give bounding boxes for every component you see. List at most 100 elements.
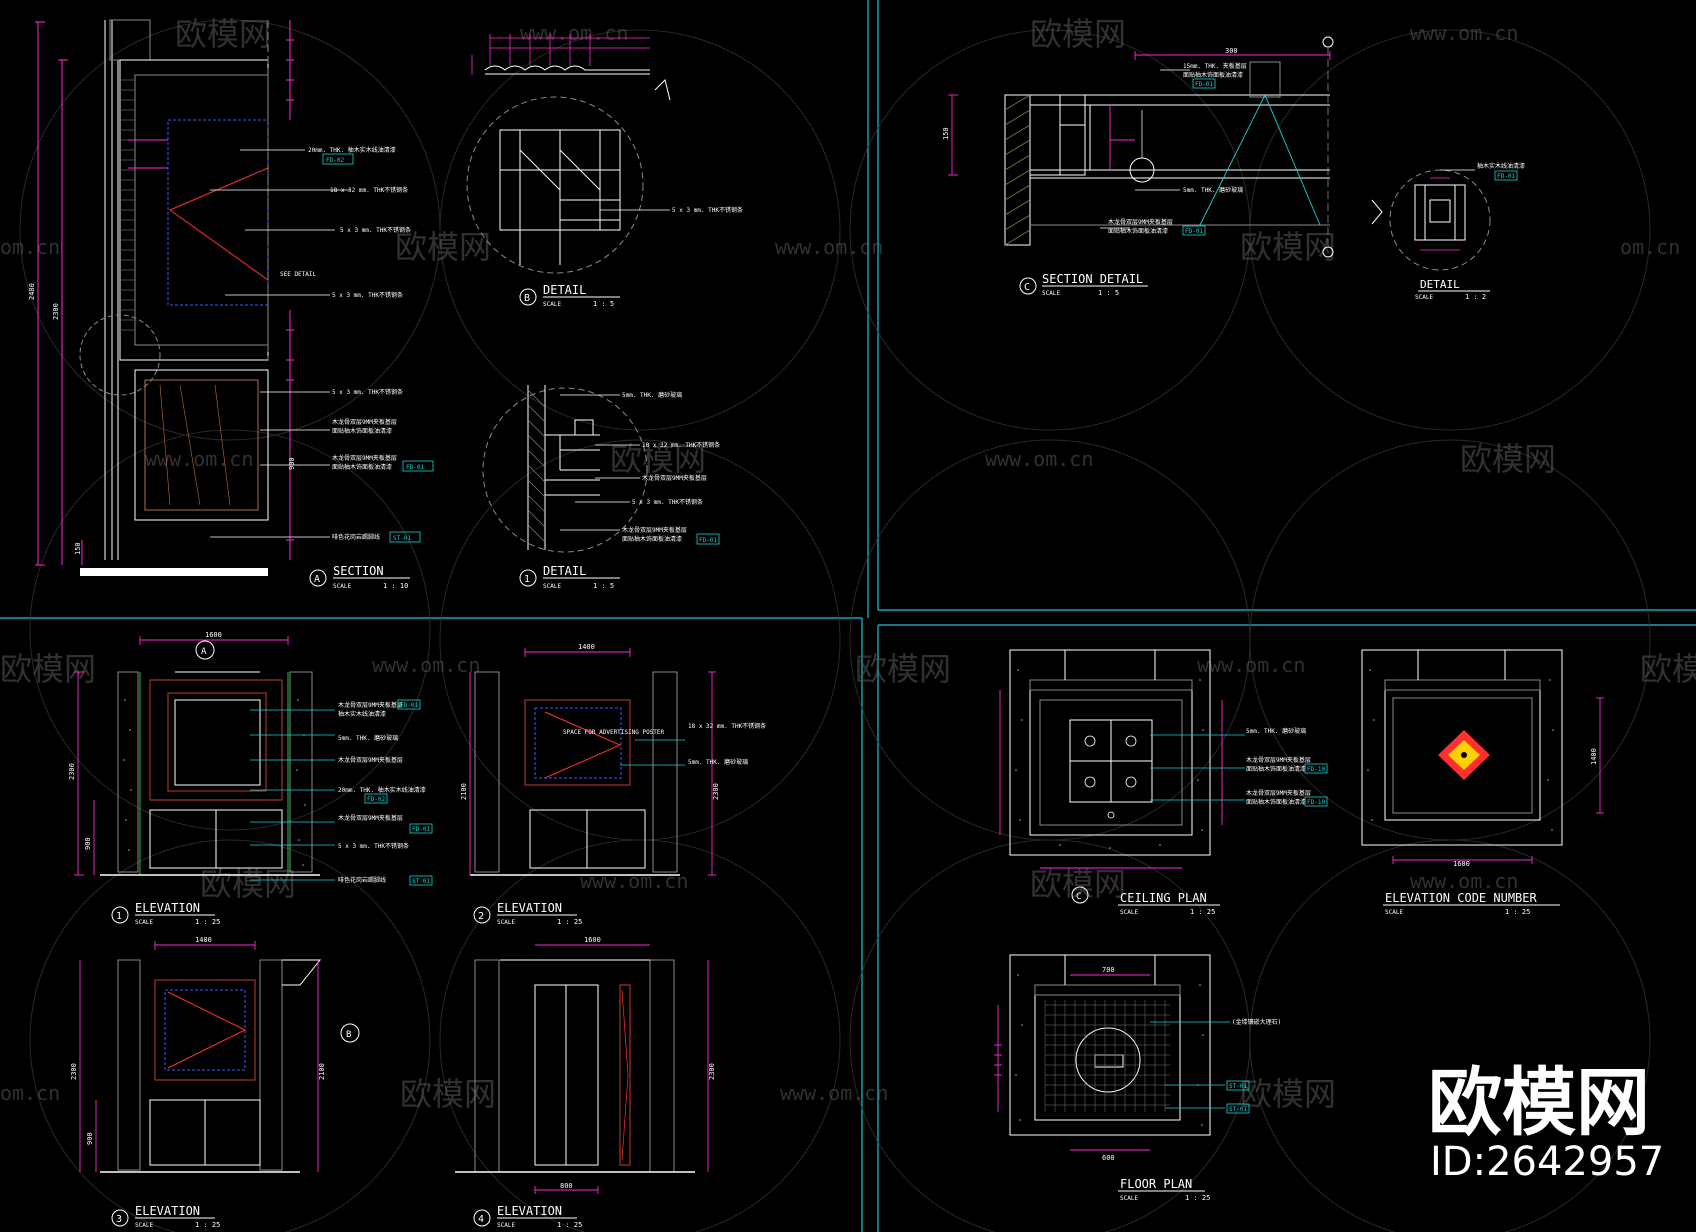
view-marker bbox=[309, 569, 327, 587]
note-label: (金缕镶嵌大理石) bbox=[1232, 1018, 1281, 1026]
note-label: SEE DETAIL bbox=[280, 271, 317, 278]
dim-elev-height-b: 2100 bbox=[318, 1063, 326, 1080]
tag-label: FD-01 bbox=[400, 702, 418, 709]
view-scale-label: SCALE bbox=[497, 1222, 515, 1229]
note-label: 18 x 32 mm. THK不锈钢条 bbox=[688, 722, 766, 730]
elevation-code-dims bbox=[1392, 697, 1604, 864]
watermark-brand: 欧模网 bbox=[1030, 15, 1126, 53]
note-label: 5mm. THK. 磨砂玻璃 bbox=[1246, 727, 1306, 735]
dim-floor-bottom: 600 bbox=[1102, 1154, 1115, 1162]
note-label: 18 x 32 mm. THK不锈钢条 bbox=[330, 186, 408, 194]
view-scale: 1 : 25 bbox=[557, 918, 582, 926]
note-label: 木龙骨双层9MM夹板基层 bbox=[642, 474, 707, 482]
section-detail-c-view bbox=[1004, 61, 1330, 246]
view-title: ELEVATION bbox=[135, 901, 200, 915]
view-marker bbox=[473, 1209, 491, 1227]
elevation-3-view bbox=[100, 959, 322, 1173]
view-marker-letter: 2 bbox=[478, 911, 484, 922]
note-label: 木龙骨双层9MM夹板基层 bbox=[338, 756, 403, 764]
note-label: 5mm. THK. 磨砂玻璃 bbox=[622, 391, 682, 399]
detail-b-dimensions bbox=[471, 34, 650, 75]
view-marker-letter: 4 bbox=[478, 1214, 484, 1225]
tag-label: FD-01 bbox=[1497, 173, 1515, 180]
note-label: 5mm. THK. 磨砂玻璃 bbox=[338, 734, 398, 742]
view-title: FLOOR PLAN bbox=[1120, 1177, 1192, 1191]
section-a-dimensions bbox=[35, 20, 294, 566]
tag-label: FD-01 bbox=[412, 826, 430, 833]
elevation-4-dims bbox=[534, 944, 709, 1194]
watermark-url: www.om.cn bbox=[520, 21, 628, 45]
view-scale: 1 : 25 bbox=[195, 918, 220, 926]
view-marker-letter: B bbox=[524, 293, 530, 304]
note-label: 15mm. THK. 夹板基层 bbox=[1183, 62, 1247, 70]
view-scale-label: SCALE bbox=[1120, 909, 1138, 916]
note-label: 面贴柚木饰面板油清漆 bbox=[1108, 227, 1168, 235]
dim-elev-width: 1600 bbox=[584, 936, 601, 944]
view-scale: 1 : 25 bbox=[195, 1221, 220, 1229]
dim-elev-code-width: 1600 bbox=[1453, 860, 1470, 868]
dim-section-base: 150 bbox=[74, 542, 82, 555]
view-scale: 1 : 5 bbox=[593, 300, 614, 308]
view-title: DETAIL bbox=[543, 564, 586, 578]
section-marker-letter: A bbox=[201, 647, 207, 657]
elevation-code-view bbox=[1361, 649, 1563, 846]
tag-label: FD-02 bbox=[367, 796, 385, 803]
watermark-brand: 欧模网 bbox=[400, 1075, 496, 1113]
tag-label: FD-10 bbox=[1307, 766, 1325, 773]
view-marker bbox=[519, 569, 537, 587]
view-scale-label: SCALE bbox=[1415, 294, 1433, 301]
ceiling-plan-dims bbox=[999, 690, 1223, 869]
ceiling-plan-fixtures bbox=[1084, 735, 1137, 819]
watermark-brand: 欧模网 bbox=[1240, 1075, 1336, 1113]
note-label: 20mm. THK. 柚木实木线油清漆 bbox=[308, 146, 396, 154]
watermark-brand: 欧模网 bbox=[855, 650, 951, 688]
view-title: ELEVATION bbox=[497, 901, 562, 915]
section-marker-letter: B bbox=[346, 1030, 351, 1040]
view-scale: 1 : 25 bbox=[1185, 1194, 1210, 1202]
watermark-url: om.cn bbox=[1620, 235, 1680, 259]
view-scale-label: SCALE bbox=[497, 919, 515, 926]
watermark-brand: 欧模网 bbox=[1640, 650, 1696, 688]
dim-detail-c-height: 150 bbox=[942, 127, 950, 140]
view-scale: 1 : 10 bbox=[383, 582, 408, 590]
note-label: 18 x 32 mm. THK不锈钢条 bbox=[642, 441, 720, 449]
view-marker-letter: 1 bbox=[116, 911, 122, 922]
note-label: 木龙骨双层9MM夹板基层 bbox=[338, 701, 403, 709]
view-title: SECTION bbox=[333, 564, 384, 578]
dim-detail-c-width: 300 bbox=[1225, 47, 1238, 55]
tag-label: FD-01 bbox=[406, 464, 424, 471]
elevation-3-dims bbox=[79, 941, 319, 1172]
detail-1-hatch bbox=[527, 389, 546, 543]
note-label: 啡色花岗岩踢脚线 bbox=[332, 533, 380, 541]
view-scale: 1 : 25 bbox=[1190, 908, 1215, 916]
floor-plan-grid bbox=[1044, 1000, 1170, 1112]
view-scale: 1 : 2 bbox=[1465, 293, 1486, 301]
dim-floor-top: 700 bbox=[1102, 966, 1115, 974]
view-title: ELEVATION bbox=[497, 1204, 562, 1218]
section-a-view bbox=[79, 19, 269, 576]
dim-section-height: 2300 bbox=[52, 303, 60, 320]
view-title: ELEVATION bbox=[135, 1204, 200, 1218]
note-label: 面贴柚木饰面板油清漆 bbox=[332, 463, 392, 471]
dim-elev-width-b: 1400 bbox=[195, 936, 212, 944]
note-label: 面贴柚木饰面板油清漆 bbox=[332, 427, 392, 435]
ceiling-plan-stones bbox=[1015, 669, 1204, 849]
poster-note: SPACE FOR ADVERTISING POSTER bbox=[563, 729, 665, 736]
view-title: SECTION DETAIL bbox=[1042, 272, 1143, 286]
tag-label: FD-10 bbox=[1307, 799, 1325, 806]
view-scale-label: SCALE bbox=[135, 919, 153, 926]
dim-elev-lower: 900 bbox=[86, 1132, 94, 1145]
watermark-url: www.om.cn bbox=[372, 653, 480, 677]
note-label: 木龙骨双层9MM夹板基层 bbox=[1246, 756, 1311, 764]
note-label: 5mm. THK. 磨砂玻璃 bbox=[688, 758, 748, 766]
dim-elev-height: 2300 bbox=[708, 1063, 716, 1080]
elevation-2-leaders bbox=[620, 739, 685, 766]
note-label: 柚木实木线油清漆 bbox=[338, 710, 386, 718]
note-label: 木龙骨双层9MM夹板基层 bbox=[1108, 218, 1173, 226]
view-marker bbox=[111, 1209, 129, 1227]
floor-plan-stones bbox=[1015, 974, 1204, 1126]
floor-plan-view bbox=[1009, 954, 1211, 1136]
dim-ceiling: 1400 bbox=[1590, 748, 1598, 765]
